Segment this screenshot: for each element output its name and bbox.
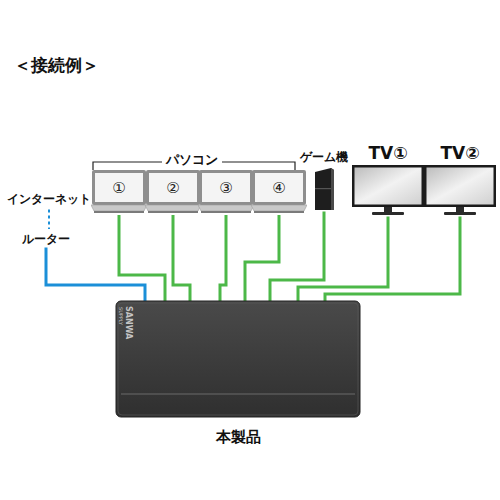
laptop-pc-text: ④ [255,173,303,202]
switch-hub: 本製品 [115,300,361,446]
tv-set-shape [424,165,496,215]
tv-set-shape [352,165,424,215]
laptop-pc: ② [145,170,201,214]
network-cable [46,247,145,301]
internet-label-text: インターネット [7,192,91,206]
switch-hub-text: 本製品 [216,428,261,446]
diagram-title: ＜接続例＞ [14,56,99,75]
laptop-pc: ③ [198,170,254,214]
network-cable [298,216,388,301]
game-console-text: ゲーム機 [300,150,348,164]
tv-set: TV② [424,143,496,215]
laptop-pc-text: ② [149,173,197,202]
network-cable [119,215,165,301]
network-cable [48,209,50,229]
internet-label: インターネット [3,192,95,206]
tv-set: TV① [352,143,424,215]
game-console: ゲーム機 [296,150,352,210]
tv-set-text: TV② [440,143,479,163]
group-label: パソコン [162,153,222,167]
brand-logo: SANWA [123,306,132,339]
laptop-pc: ④ [251,170,307,214]
laptop-pc-text: ③ [202,173,250,202]
network-cable [325,216,460,301]
network-cable [220,215,226,301]
laptop-pc-text: ① [95,173,143,202]
brand-logo: SUPPLY [118,307,124,325]
laptop-pc: ① [91,170,147,214]
network-cable [173,215,190,301]
game-console-shape [312,168,336,210]
network-cable [245,215,279,301]
router-label: ルーター [11,232,81,246]
tv-set-text: TV① [368,143,407,163]
switch-hub-shape [115,300,361,418]
router-label-text: ルーター [22,232,70,246]
